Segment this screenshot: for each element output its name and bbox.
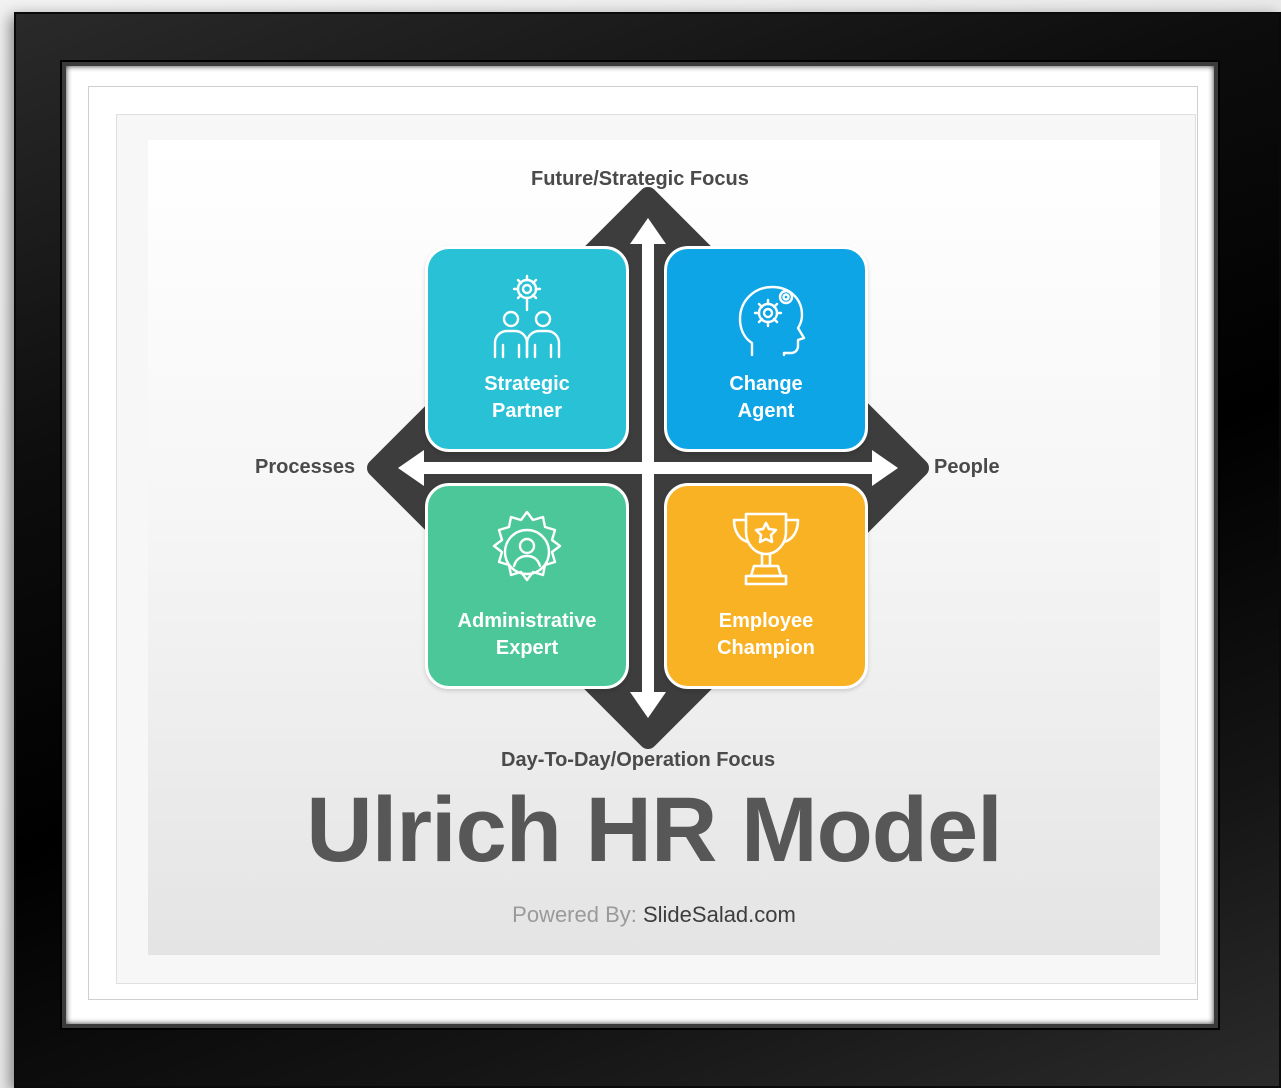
user-gear-icon (492, 510, 562, 582)
slide: Future/Strategic Focus Day-To-Day/Operat… (148, 140, 1160, 955)
trophy-icon (732, 512, 800, 586)
axis-label-bottom: Day-To-Day/Operation Focus (501, 749, 776, 771)
footer-prefix: Powered By: (512, 902, 643, 927)
team-gear-icon (493, 274, 561, 359)
quadrant-label-line1: Strategic (484, 373, 570, 395)
quadrant-label-line1: Employee (718, 610, 814, 632)
quadrant-label: Administrative Expert (428, 608, 626, 662)
quadrant-label: Employee Champion (667, 608, 865, 662)
horizontal-arrow (398, 450, 898, 486)
quadrant-label-line1: Administrative (457, 610, 597, 632)
quadrant-label: Strategic Partner (428, 371, 626, 425)
quadrant-strategic-partner: Strategic Partner (425, 246, 629, 452)
quadrant-change-agent: Change Agent (664, 246, 868, 452)
head-gear-icon (738, 285, 806, 357)
quadrant-label-line2: Expert (495, 637, 559, 659)
quadrant-label-line2: Agent (737, 400, 795, 422)
quadrant-label: Change Agent (667, 371, 865, 425)
footer-brand: SlideSalad.com (642, 902, 796, 927)
powered-by-footer: Powered By: SlideSalad.com (148, 900, 1160, 930)
axis-label-top: Future/Strategic Focus (531, 168, 749, 190)
quadrant-employee-champion: Employee Champion (664, 483, 868, 689)
quadrant-label-line2: Partner (491, 400, 563, 422)
axis-label-left: Processes (255, 456, 356, 478)
slide-title: Ulrich HR Model (306, 779, 1002, 881)
axis-label-right: People (934, 456, 1000, 478)
quadrant-label-line2: Champion (717, 637, 815, 659)
quadrant-administrative-expert: Administrative Expert (425, 483, 629, 689)
quadrant-label-line1: Change (729, 373, 803, 395)
